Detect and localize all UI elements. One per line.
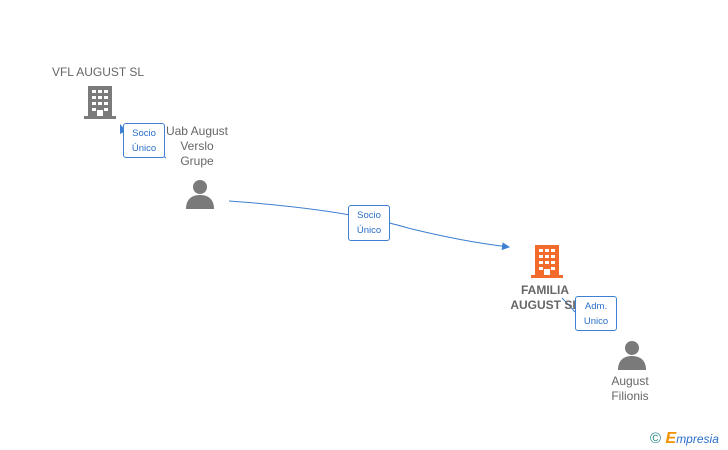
relation-line2: Unico <box>583 316 609 327</box>
edge-uab-to-familia <box>228 200 510 251</box>
node-uab-line2: Verslo <box>180 139 214 153</box>
node-uab-line3: Grupe <box>180 154 214 168</box>
relation-badge-socio-unico[interactable]: Socio Único <box>123 123 165 158</box>
empresia-logo: © Empresia <box>650 430 719 448</box>
node-filionis-label[interactable]: August Filionis <box>590 374 670 404</box>
node-vfl-label[interactable]: VFL AUGUST SL <box>51 65 145 79</box>
relation-line2: Único <box>131 143 157 154</box>
node-familia-label[interactable]: FAMILIA AUGUST SL <box>495 283 595 313</box>
person-icon[interactable] <box>617 339 647 371</box>
relation-line2: Único <box>356 225 382 236</box>
node-filionis-line1: August <box>611 374 649 388</box>
brand-name: mpresia <box>676 432 719 446</box>
node-uab-label[interactable]: Uab August Verslo Grupe <box>152 124 242 169</box>
edge-filionis-to-familia <box>561 297 576 313</box>
node-familia-line2: AUGUST SL <box>510 298 580 312</box>
relation-line1: Socio <box>132 128 156 139</box>
node-familia-line1: FAMILIA <box>521 283 569 297</box>
relation-badge-socio-unico[interactable]: Socio Único <box>348 205 390 241</box>
relation-badge-adm-unico[interactable]: Adm. Unico <box>575 296 617 331</box>
node-uab-line1: Uab August <box>165 124 229 138</box>
person-icon[interactable] <box>185 178 215 210</box>
building-icon[interactable] <box>84 84 116 120</box>
node-filionis-line2: Filionis <box>611 389 649 403</box>
building-icon[interactable] <box>531 243 563 279</box>
brand-first-letter: E <box>665 430 677 447</box>
relation-line1: Socio <box>357 210 381 221</box>
relation-line1: Adm. <box>584 301 608 312</box>
copyright-symbol: © <box>650 430 662 447</box>
